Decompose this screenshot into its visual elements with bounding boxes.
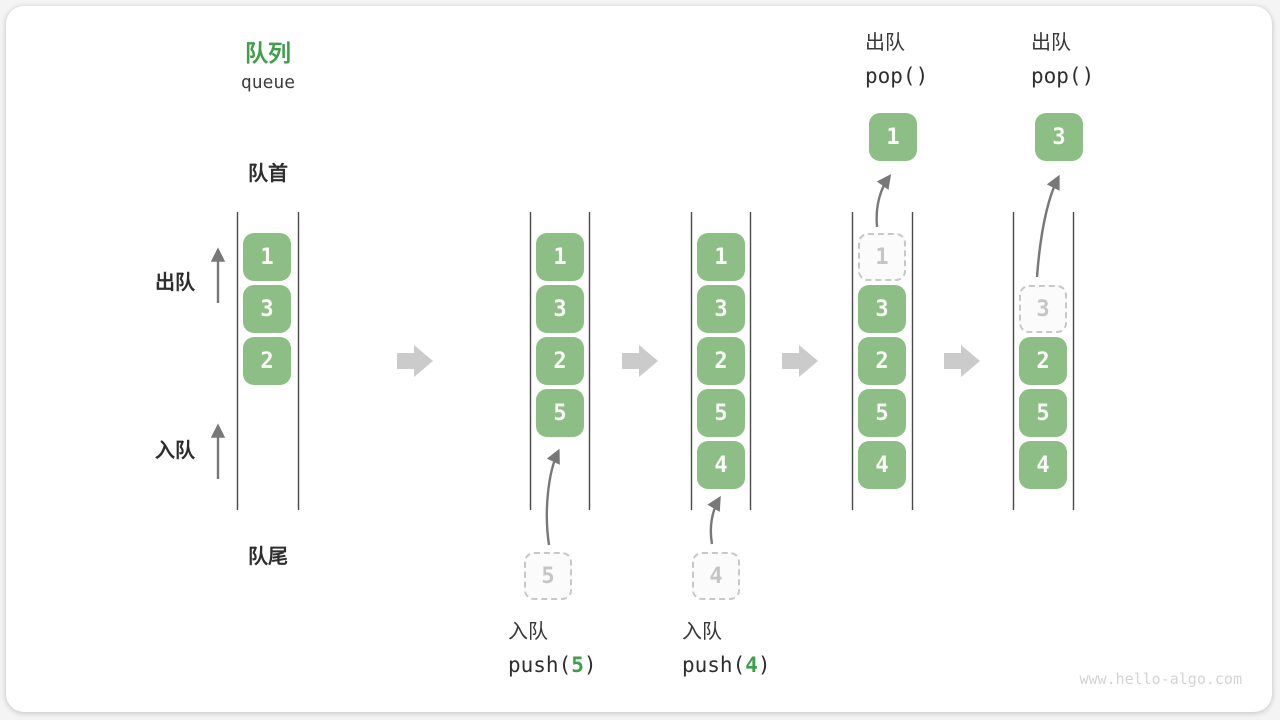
dequeue-side-label: 出队 xyxy=(155,270,195,294)
queue-front-label: 队首 xyxy=(248,161,288,185)
push-5-operation-label: 入队 push(5) xyxy=(508,619,597,677)
queue-item: 3 xyxy=(536,285,584,333)
queue-item: 4 xyxy=(697,441,745,489)
queue-item: 1 xyxy=(536,233,584,281)
queue-channel-walls xyxy=(236,212,1075,510)
queue-item: 5 xyxy=(536,389,584,437)
queue-item: 2 xyxy=(697,337,745,385)
enqueue-side-label: 入队 xyxy=(155,438,195,462)
popped-item: 1 xyxy=(869,113,917,161)
pop-1-code: pop() xyxy=(865,64,929,88)
site-watermark: www.hello-algo.com xyxy=(1079,670,1242,688)
enqueue-op-label: 入队 xyxy=(508,619,548,643)
pop-2-code: pop() xyxy=(1031,64,1095,88)
queue-item: 1 xyxy=(697,233,745,281)
dequeue-op-label: 出队 xyxy=(865,30,905,54)
push-4-arrow xyxy=(707,495,721,545)
transition-arrow xyxy=(782,345,818,377)
dequeue-op-label: 出队 xyxy=(1031,30,1071,54)
page-subtitle: queue xyxy=(240,72,296,93)
queue-item: 2 xyxy=(1019,337,1067,385)
queue-item: 1 xyxy=(243,233,291,281)
queue-item: 4 xyxy=(1019,441,1067,489)
code-arg: 4 xyxy=(745,653,758,677)
staging-item: 5 xyxy=(524,552,572,600)
pop-2-operation-label: 出队 pop() xyxy=(1031,30,1094,88)
dequeued-ghost-item: 1 xyxy=(858,233,906,281)
transition-arrow xyxy=(944,345,980,377)
queue-item: 3 xyxy=(858,285,906,333)
push-5-arrow xyxy=(545,448,560,546)
queue-item: 5 xyxy=(697,389,745,437)
code-text: push( xyxy=(682,653,746,677)
queue-item: 5 xyxy=(858,389,906,437)
queue-item: 2 xyxy=(858,337,906,385)
pop-3-arrow xyxy=(1035,174,1060,278)
pop-1-operation-label: 出队 pop() xyxy=(865,30,928,88)
push-4-code: push(4) xyxy=(682,653,771,677)
transition-arrow xyxy=(622,345,658,377)
code-text: ) xyxy=(583,653,597,677)
queue-item: 3 xyxy=(243,285,291,333)
dequeued-ghost-item: 3 xyxy=(1019,285,1067,333)
enqueue-op-label: 入队 xyxy=(682,619,722,643)
transition-arrow xyxy=(397,345,433,377)
push-4-operation-label: 入队 push(4) xyxy=(682,619,771,677)
queue-item: 2 xyxy=(243,337,291,385)
queue-item: 3 xyxy=(697,285,745,333)
pop-1-arrow xyxy=(875,174,892,228)
queue-item: 2 xyxy=(536,337,584,385)
queue-rear-label: 队尾 xyxy=(248,544,288,568)
push-5-code: push(5) xyxy=(508,653,597,677)
popped-item: 3 xyxy=(1035,113,1083,161)
staging-item: 4 xyxy=(692,552,740,600)
queue-item: 4 xyxy=(858,441,906,489)
page-title: 队列 xyxy=(245,41,291,67)
queue-item: 5 xyxy=(1019,389,1067,437)
state-transition-arrows xyxy=(397,345,980,377)
code-arg: 5 xyxy=(571,653,584,677)
code-text: push( xyxy=(508,653,572,677)
code-text: ) xyxy=(757,653,771,677)
